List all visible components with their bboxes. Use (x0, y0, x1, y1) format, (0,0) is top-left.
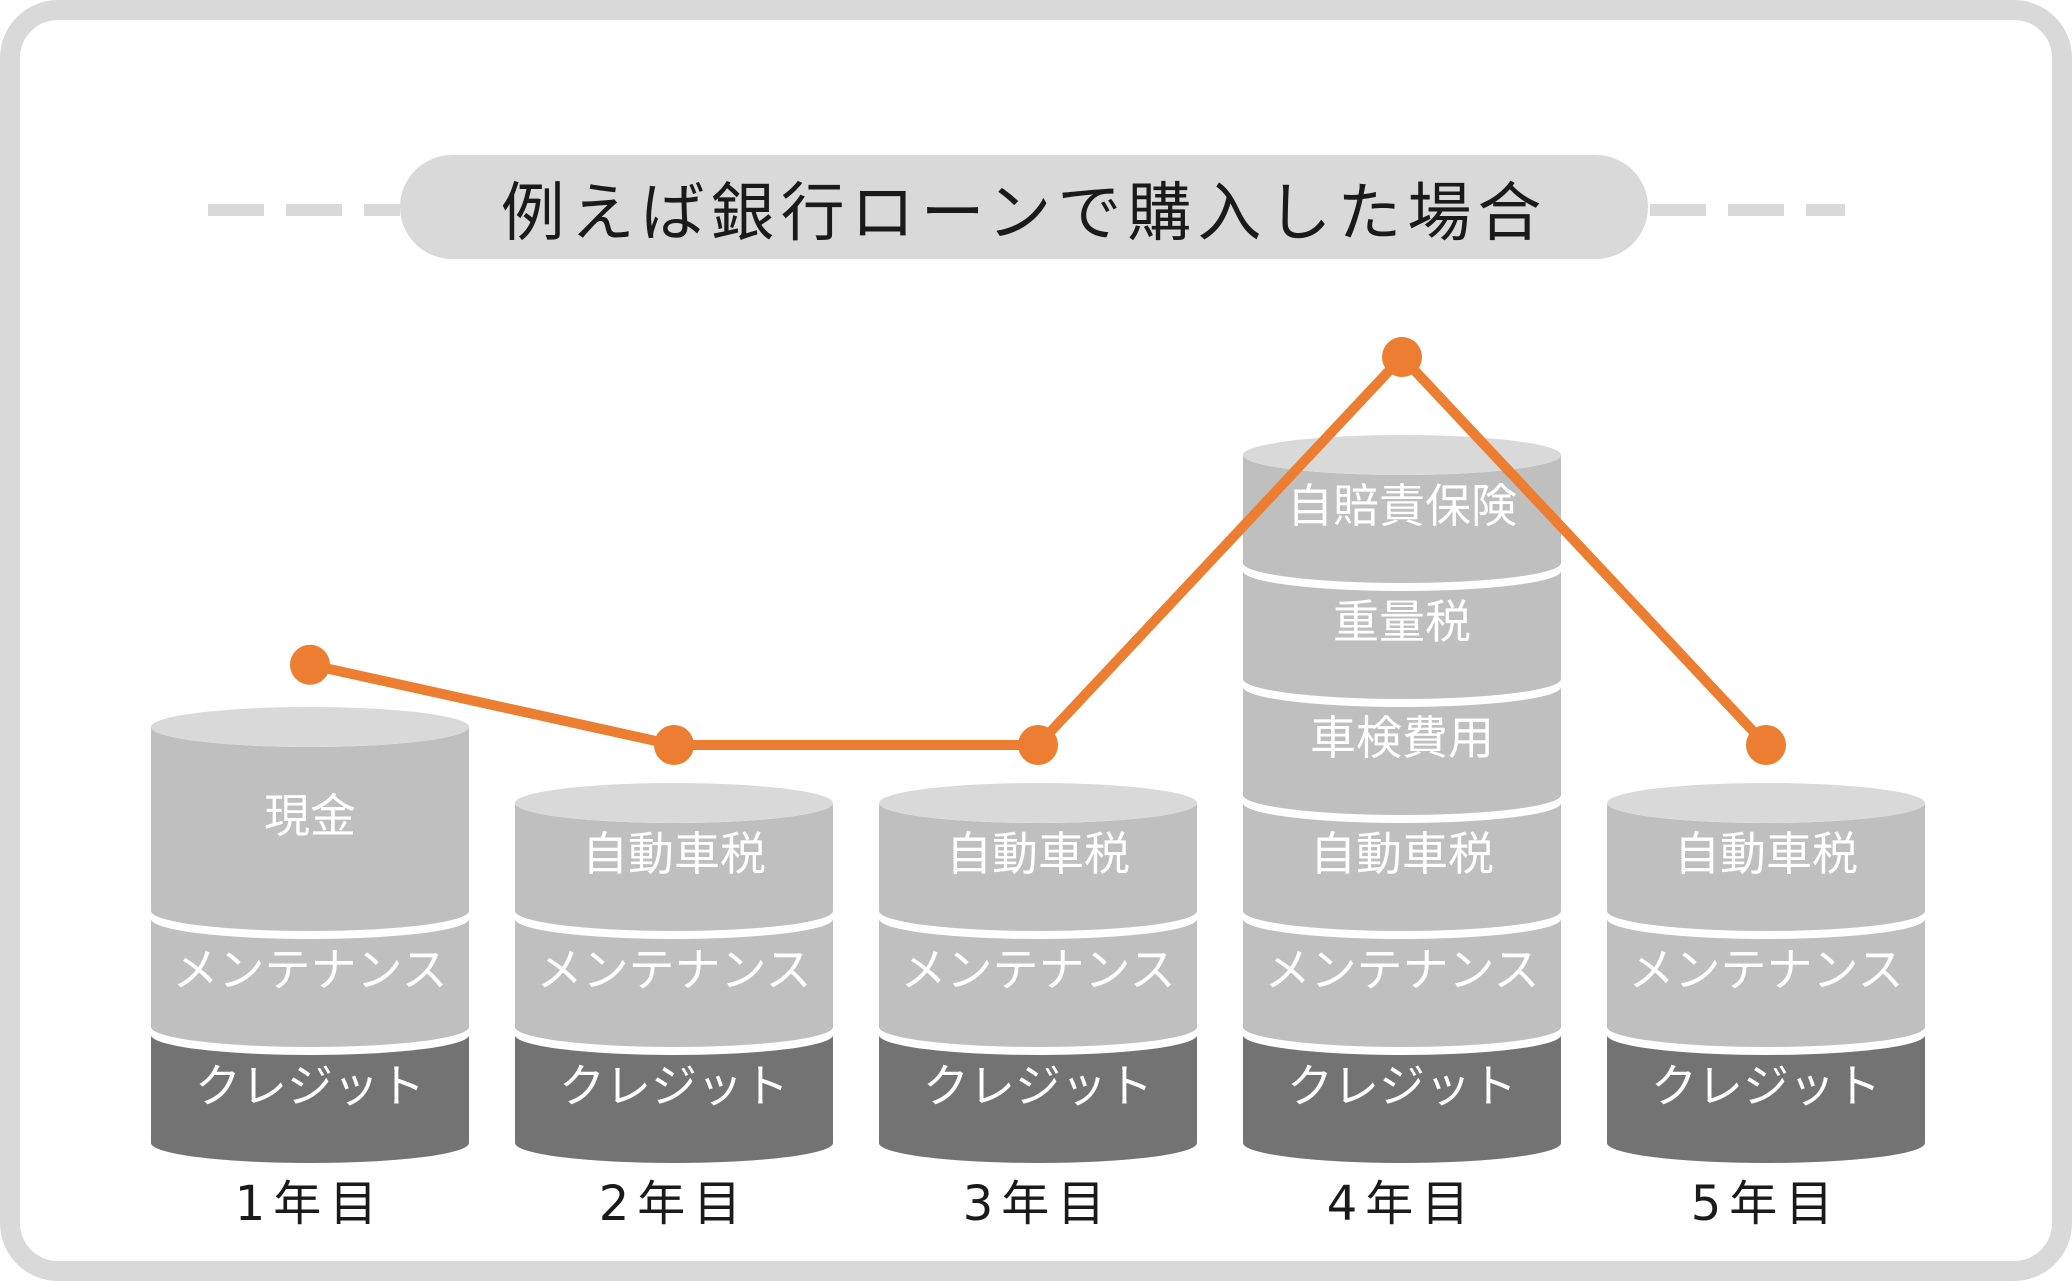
cylinder-layer (1607, 1035, 1925, 1163)
layer-label: 自動車税 (1310, 827, 1494, 881)
cylinder-layer (879, 919, 1197, 1047)
cylinder-layer (879, 1035, 1197, 1163)
year-label: 4年目 (1327, 1176, 1478, 1232)
layer-label: メンテナンス (172, 943, 447, 997)
layer-label: 自賠責保険 (1287, 479, 1517, 533)
layer-label: 自動車税 (582, 827, 766, 881)
cylinder-layer (151, 919, 469, 1047)
cylinder-cap (515, 783, 833, 823)
cylinder-layer (1243, 687, 1561, 815)
year-label: 3年目 (963, 1176, 1114, 1232)
layer-label: メンテナンス (1628, 943, 1903, 997)
cylinder-layer (151, 727, 469, 931)
cylinder-layer (151, 1035, 469, 1163)
cylinder-columns: クレジットメンテナンス現金1年目クレジットメンテナンス自動車税2年目クレジットメ… (151, 435, 1925, 1232)
layer-label: クレジット (195, 1059, 425, 1113)
layer-label: クレジット (1287, 1059, 1517, 1113)
trend-point (1018, 725, 1058, 765)
cylinder-layer (1243, 455, 1561, 583)
layer-label: 自動車税 (946, 827, 1130, 881)
layer-label: メンテナンス (1264, 943, 1539, 997)
trend-point (654, 725, 694, 765)
layer-label: 重量税 (1333, 595, 1471, 649)
layer-label: クレジット (559, 1059, 789, 1113)
cylinder-layer (515, 803, 833, 931)
trend-point (290, 644, 330, 685)
cylinder-layer (1607, 919, 1925, 1047)
layer-label: 車検費用 (1310, 711, 1494, 765)
year-label: 2年目 (599, 1176, 750, 1232)
layer-label: メンテナンス (536, 943, 811, 997)
cylinder-cap (1607, 783, 1925, 823)
cylinder-cap (151, 707, 469, 747)
cylinder-layer (1607, 803, 1925, 931)
cylinder-layer (515, 1035, 833, 1163)
layer-label: クレジット (1651, 1059, 1881, 1113)
cylinder-layer (1243, 1035, 1561, 1163)
cylinder-layer (515, 919, 833, 1047)
layer-label: 自動車税 (1674, 827, 1858, 881)
cylinder-layer (1243, 803, 1561, 931)
cylinder-layer (1243, 571, 1561, 699)
year-label: 1年目 (235, 1176, 386, 1232)
trend-point (1746, 725, 1786, 765)
layer-label: 現金 (264, 789, 356, 843)
cylinder-layer (1243, 919, 1561, 1047)
layer-label: メンテナンス (900, 943, 1175, 997)
trend-point (1382, 337, 1422, 377)
layer-label: クレジット (923, 1059, 1153, 1113)
cost-trend-line (290, 337, 1786, 765)
chart-title: 例えば銀行ローンで購入した場合 (501, 177, 1548, 251)
cylinder-cap (879, 783, 1197, 823)
cylinder-layer (879, 803, 1197, 931)
year-label: 5年目 (1691, 1176, 1842, 1232)
title-pill (400, 155, 1648, 259)
